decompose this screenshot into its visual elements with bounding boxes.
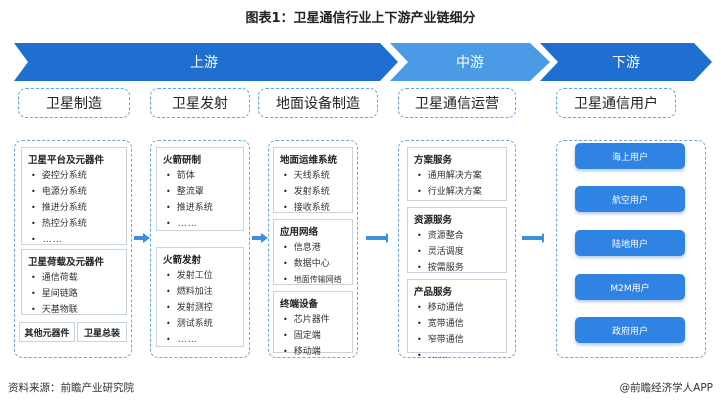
list-item: 箭体 xyxy=(157,168,243,184)
payload-box: 卫星荷载及元器件 通信荷载 星间链路 天基物联 xyxy=(21,249,127,315)
flow-arrow-icon xyxy=(252,233,268,243)
midstream-arrow xyxy=(390,43,550,81)
flow-arrow-icon xyxy=(522,233,544,243)
user-government: 政府用户 xyxy=(575,317,685,343)
list-item: 热控分系统 xyxy=(22,216,126,232)
user-marine: 海上用户 xyxy=(575,143,685,169)
rocket-dev-head: 火箭研制 xyxy=(163,155,202,166)
upstream-label: 上游 xyxy=(190,55,218,71)
list-item: 发射系统 xyxy=(274,184,352,200)
platform-box: 卫星平台及元器件 姿控分系统 电源分系统 推进分系统 热控分系统 …… xyxy=(21,147,127,245)
category-satellite-launch: 卫星发射 xyxy=(150,88,250,118)
user-land: 陆地用户 xyxy=(575,230,685,256)
user-aviation: 航空用户 xyxy=(575,186,685,212)
network-head: 应用网络 xyxy=(280,227,319,238)
list-item: 按需服务 xyxy=(408,260,506,276)
list-item: …… xyxy=(408,348,506,364)
chart-title: 图表1：卫星通信行业上下游产业链细分 xyxy=(245,11,476,26)
launch-column: 火箭研制 箭体 整流罩 推进系统 …… 火箭发射 发射工位 燃料加注 发射测控 … xyxy=(150,140,250,358)
list-item: 推进分系统 xyxy=(22,200,126,216)
flow-arrow-icon xyxy=(366,233,388,243)
list-item: 数据中心 xyxy=(274,256,352,272)
resources-box: 资源服务 资源整合 灵活调度 按需服务 xyxy=(407,207,507,273)
list-item: 芯片器件 xyxy=(274,312,352,328)
network-box: 应用网络 信息港 数据中心 地面传输网络 xyxy=(273,219,353,285)
downstream-label: 下游 xyxy=(612,55,640,71)
list-item: …… xyxy=(22,232,126,248)
list-item: 整流罩 xyxy=(157,184,243,200)
list-item: 姿控分系统 xyxy=(22,168,126,184)
products-head: 产品服务 xyxy=(414,287,453,298)
list-item: …… xyxy=(157,332,243,348)
list-item: 资源整合 xyxy=(408,228,506,244)
list-item: 固定端 xyxy=(274,328,352,344)
terminal-head: 终端设备 xyxy=(280,299,319,310)
payload-head: 卫星荷载及元器件 xyxy=(28,257,105,268)
ground-station-head: 地面运维系统 xyxy=(280,155,338,166)
list-item: 天基物联 xyxy=(22,302,126,318)
upstream-arrow xyxy=(14,43,398,81)
list-item: 测试系统 xyxy=(157,316,243,332)
stage-banner: 上游 中游 下游 xyxy=(14,43,712,81)
category-ground-equipment: 地面设备制造 xyxy=(258,88,378,118)
list-item: 窄带通信 xyxy=(408,332,506,348)
user-m2m: M2M用户 xyxy=(575,274,685,300)
category-satellite-manufacturing: 卫星制造 xyxy=(18,88,130,118)
rocket-dev-box: 火箭研制 箭体 整流罩 推进系统 …… xyxy=(156,147,244,231)
list-item: 灵活调度 xyxy=(408,244,506,260)
terminal-box: 终端设备 芯片器件 固定端 移动端 xyxy=(273,291,353,357)
banner-arrows xyxy=(14,43,712,81)
list-item: 电源分系统 xyxy=(22,184,126,200)
list-item: 发射工位 xyxy=(157,268,243,284)
category-users: 卫星通信用户 xyxy=(556,88,676,118)
platform-head: 卫星平台及元器件 xyxy=(28,155,105,166)
users-column xyxy=(556,140,706,358)
list-item: 移动端 xyxy=(274,344,352,360)
list-item: 燃料加注 xyxy=(157,284,243,300)
list-item: 发射测控 xyxy=(157,300,243,316)
flow-arrow-icon xyxy=(134,233,150,243)
list-item: 推进系统 xyxy=(157,200,243,216)
list-item: 天线系统 xyxy=(274,168,352,184)
category-operation: 卫星通信运营 xyxy=(398,88,516,118)
brand-note: @前瞻经济学人APP xyxy=(619,382,713,394)
list-item: 接收系统 xyxy=(274,200,352,216)
manufacturing-column: 卫星平台及元器件 姿控分系统 电源分系统 推进分系统 热控分系统 …… 卫星荷载… xyxy=(14,140,132,358)
list-item: 地面传输网络 xyxy=(274,272,352,287)
rocket-launch-head: 火箭发射 xyxy=(163,255,202,266)
midstream-label: 中游 xyxy=(456,55,484,71)
solutions-box: 方案服务 通用解决方案 行业解决方案 xyxy=(407,147,507,201)
products-box: 产品服务 移动通信 宽带通信 窄带通信 …… xyxy=(407,279,507,361)
list-item: 移动通信 xyxy=(408,300,506,316)
assembly-box: 卫星总装 xyxy=(77,322,127,342)
source-note: 资料来源：前瞻产业研究院 xyxy=(8,382,134,394)
downstream-arrow xyxy=(540,43,712,81)
resources-head: 资源服务 xyxy=(414,215,453,226)
ground-station-box: 地面运维系统 天线系统 发射系统 接收系统 xyxy=(273,147,353,213)
operation-column: 方案服务 通用解决方案 行业解决方案 资源服务 资源整合 灵活调度 按需服务 产… xyxy=(398,140,516,361)
other-components-box: 其他元器件 xyxy=(19,322,75,342)
list-item: 信息港 xyxy=(274,240,352,256)
solutions-head: 方案服务 xyxy=(414,155,453,166)
list-item: 通用解决方案 xyxy=(408,168,506,184)
rocket-launch-box: 火箭发射 发射工位 燃料加注 发射测控 测试系统 …… xyxy=(156,247,244,347)
list-item: 行业解决方案 xyxy=(408,184,506,200)
list-item: 星间链路 xyxy=(22,286,126,302)
list-item: 通信荷载 xyxy=(22,270,126,286)
ground-equipment-column: 地面运维系统 天线系统 发射系统 接收系统 应用网络 信息港 数据中心 地面传输… xyxy=(268,140,358,358)
list-item: 宽带通信 xyxy=(408,316,506,332)
list-item: …… xyxy=(157,216,243,232)
